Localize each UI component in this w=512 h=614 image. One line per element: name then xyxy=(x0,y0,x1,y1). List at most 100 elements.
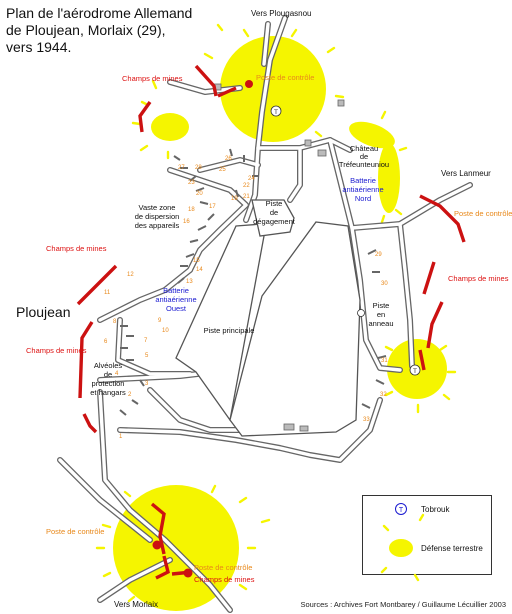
champs-mines-label-west: Champs de mines xyxy=(46,244,107,253)
defense-zone-chateau xyxy=(349,121,395,149)
poste-controle-label-east: Poste de contrôle xyxy=(454,209,512,218)
tobrouk-anneau xyxy=(357,309,365,317)
poste-controle-label-north: Poste de contrôle xyxy=(256,73,314,82)
source-credit: Sources : Archives Fort Montbarey / Guil… xyxy=(300,600,506,609)
bay-number-3: 3 xyxy=(145,381,149,387)
bay-number-8: 8 xyxy=(113,319,117,325)
minefield-north xyxy=(194,64,237,98)
bay-number-27: 27 xyxy=(178,165,185,171)
runways xyxy=(175,199,361,437)
legend-defense-label: Défense terrestre xyxy=(421,544,483,553)
tobrouk-east xyxy=(409,364,421,376)
control-post-north xyxy=(245,80,253,88)
minefield-south-b xyxy=(155,555,170,580)
bay-number-15: 15 xyxy=(193,258,200,264)
alveoles-label-2: de xyxy=(104,370,112,379)
bay-number-14: 14 xyxy=(196,267,203,273)
bay-number-20: 20 xyxy=(196,191,203,197)
minefield-east-low xyxy=(418,349,426,371)
map-title-line-3: vers 1944. xyxy=(6,39,72,55)
control-post-south-a xyxy=(152,540,162,550)
alveoles-label-4: et hangars xyxy=(90,388,126,397)
bay-number-33: 33 xyxy=(363,417,370,423)
bay-number-9: 9 xyxy=(158,318,162,324)
bay-number-16: 16 xyxy=(183,219,190,225)
poste-controle-label-southwest: Poste de contrôle xyxy=(46,527,104,536)
bay-number-28: 28 xyxy=(195,165,202,171)
piste-degagement-label-2: de xyxy=(270,208,278,217)
piste-anneau-label-2: en xyxy=(377,310,385,319)
vers-plougasnou-label: Vers Plougasnou xyxy=(251,9,312,18)
bay-number-22: 22 xyxy=(243,183,250,189)
champs-mines-label-south: Champs de mines xyxy=(194,575,255,584)
legend-tobrouk-symbol xyxy=(395,503,407,515)
map-title-line-2: de Ploujean, Morlaix (29), xyxy=(6,22,166,38)
battery-ouest-label-3: Ouest xyxy=(166,304,187,313)
bay-number-23: 23 xyxy=(188,180,195,186)
battery-ouest-label-1: Batterie xyxy=(163,286,189,295)
bay-number-21: 21 xyxy=(243,194,250,200)
vaste-zone-label-1: Vaste zone xyxy=(139,203,176,212)
battery-nord-label-1: Batterie xyxy=(350,176,376,185)
bay-number-26: 26 xyxy=(225,156,232,162)
bay-number-17: 17 xyxy=(209,204,216,210)
minefield-east-mid xyxy=(426,301,444,349)
minefield-east-top xyxy=(422,261,436,295)
control-post-south-b xyxy=(183,568,193,578)
roads xyxy=(57,15,473,613)
bay-number-12: 12 xyxy=(127,272,134,278)
chateau-label-1: Château xyxy=(350,144,378,153)
bay-number-31: 31 xyxy=(381,358,388,364)
bay-number-29: 29 xyxy=(375,252,382,258)
minefield-southwest xyxy=(82,413,98,434)
defense-zone-battery-north xyxy=(378,143,400,213)
tobrouk-north xyxy=(270,105,282,117)
minefield-northwest xyxy=(138,101,152,133)
dispersal-bays xyxy=(119,148,387,416)
chateau-label-2: de xyxy=(360,152,368,161)
map-title: Plan de l'aérodrome Allemand de Ploujean… xyxy=(6,5,192,56)
defense-rays xyxy=(95,23,457,603)
legend-tobrouk-label: Tobrouk xyxy=(421,505,450,514)
tobrouk-north-letter: T xyxy=(274,109,278,116)
vaste-zone-label-3: des appareils xyxy=(135,221,180,230)
bay-number-32: 32 xyxy=(380,392,387,398)
bay-number-30: 30 xyxy=(381,281,388,287)
minefield-west xyxy=(76,264,118,306)
bay-number-5: 5 xyxy=(145,353,149,359)
alveoles-label-3: protection xyxy=(92,379,125,388)
battery-ouest-label-2: antiaérienne xyxy=(155,295,196,304)
tobrouk-markers xyxy=(270,105,421,376)
defense-zone-north xyxy=(220,36,326,142)
bay-number-6: 6 xyxy=(104,339,108,345)
runway-anneau xyxy=(229,221,361,437)
bay-number-19: 19 xyxy=(231,196,238,202)
piste-anneau-label-3: anneau xyxy=(368,319,393,328)
bay-number-10: 10 xyxy=(162,328,169,334)
legend-symbols xyxy=(395,503,407,515)
legend-box xyxy=(362,495,492,575)
control-posts xyxy=(152,80,253,578)
runway-degagement xyxy=(251,199,295,237)
bay-number-11: 11 xyxy=(104,290,111,296)
minefield-south-a xyxy=(150,502,166,555)
legend-tobrouk-letter: T xyxy=(399,507,404,514)
vers-morlaix-label: Vers Morlaix xyxy=(114,600,158,609)
legend-defense-swatch xyxy=(389,539,413,557)
champs-mines-label-ploujean: Champs de mines xyxy=(26,346,87,355)
champs-mines-label-east: Champs de mines xyxy=(448,274,509,283)
vaste-zone-label-2: de dispersion xyxy=(135,212,180,221)
bay-number-18: 18 xyxy=(188,207,195,213)
map-title-line-1: Plan de l'aérodrome Allemand xyxy=(6,5,193,21)
piste-principale-label: Piste principale xyxy=(204,326,255,335)
defense-zone-northwest xyxy=(151,113,189,141)
piste-anneau-label-1: Piste xyxy=(373,301,390,310)
champs-mines-label-north: Champs de mines xyxy=(122,74,183,83)
bay-number-25: 25 xyxy=(219,167,226,173)
minefields xyxy=(76,64,466,580)
bay-number-2: 2 xyxy=(128,392,132,398)
bay-number-4: 4 xyxy=(115,371,119,377)
bay-number-1: 1 xyxy=(119,434,123,440)
chateau-label-3: Tréfeunteuniou xyxy=(339,160,389,169)
bay-numbers: 1 2 3 4 5 6 7 8 9 10 11 12 13 14 15 16 1… xyxy=(104,156,388,440)
